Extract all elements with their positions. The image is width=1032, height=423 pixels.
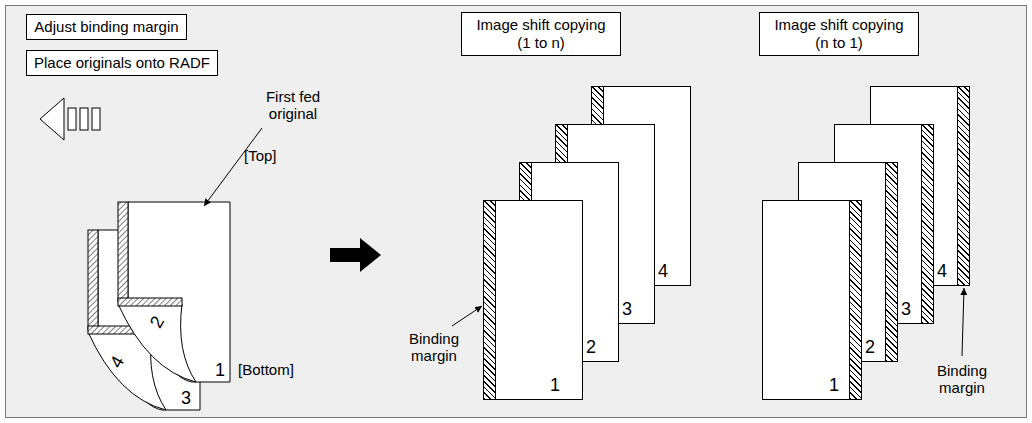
feed-direction-arrow — [40, 98, 100, 140]
page-number: 3 — [901, 299, 911, 319]
page-number: 1 — [829, 375, 839, 395]
callout-text: Binding margin — [926, 362, 998, 396]
binding-margin-hatch — [484, 201, 496, 399]
binding-margin-hatch — [921, 125, 933, 323]
copy-page: 1 — [762, 200, 862, 400]
page-number: 2 — [865, 337, 875, 357]
page-text-area: 1 — [763, 201, 861, 399]
page-number: 3 — [622, 299, 632, 319]
box-text: Image shift copying (1 to n) — [476, 16, 605, 51]
leader-line — [962, 288, 964, 356]
mode-box: Image shift copying (1 to n) — [461, 12, 621, 56]
page-number: 3 — [181, 388, 191, 408]
callout-text: First fed original — [254, 88, 332, 122]
binding-margin-hatch — [957, 87, 969, 285]
callout-text: Binding margin — [398, 330, 470, 364]
page-number: 2 — [586, 337, 596, 357]
box-text: Adjust binding margin — [34, 18, 178, 35]
binding-margin-hatch — [849, 201, 861, 399]
page-number: 4 — [937, 261, 947, 281]
page-number: 4 — [658, 261, 668, 281]
page-number: 1 — [215, 360, 225, 380]
orientation-label: [Top] — [244, 147, 277, 164]
orientation-label: [Bottom] — [238, 361, 294, 378]
box-text: Image shift copying (n to 1) — [774, 16, 903, 51]
leader-line — [204, 128, 262, 206]
leader-line — [452, 306, 482, 326]
step-box: Place originals onto RADF — [26, 50, 218, 76]
process-arrow — [330, 238, 381, 272]
step-box: Adjust binding margin — [26, 14, 187, 40]
copy-page: 1 — [483, 200, 583, 400]
mode-box: Image shift copying (n to 1) — [759, 12, 919, 56]
box-text: Place originals onto RADF — [34, 54, 210, 71]
original-sheet-front — [118, 202, 230, 382]
binding-margin-hatch — [885, 163, 897, 361]
page-text-area: 1 — [484, 201, 582, 399]
page-number: 1 — [550, 375, 560, 395]
panel-frame — [6, 6, 1027, 418]
